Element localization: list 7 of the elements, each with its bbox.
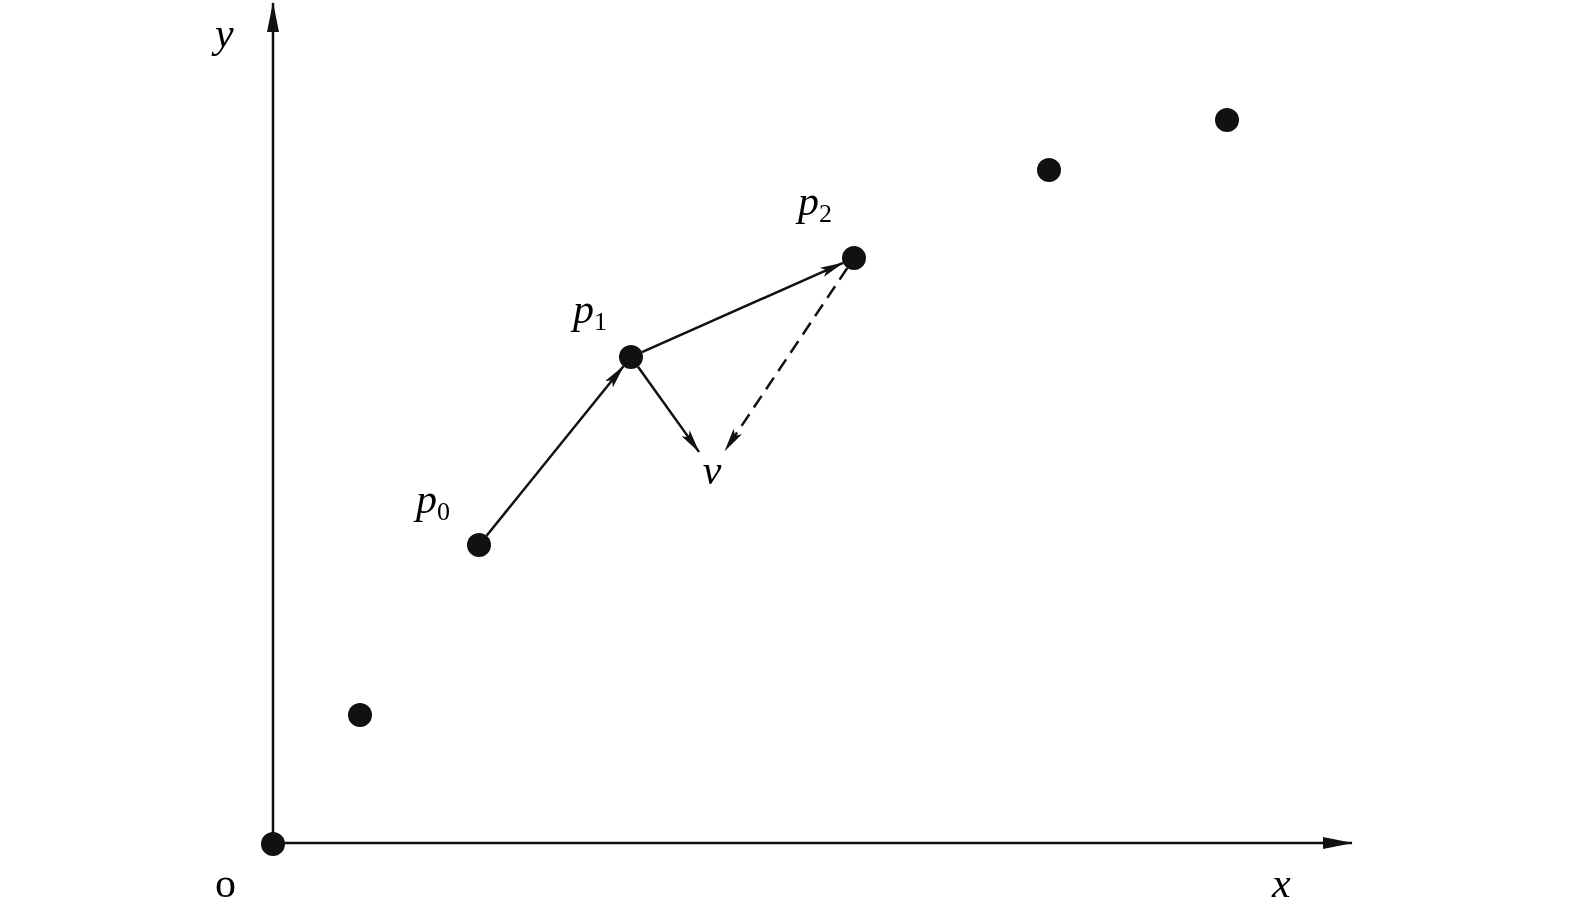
axis-label: x	[1272, 862, 1291, 904]
arrow	[485, 365, 625, 537]
dashed-arrow	[723, 267, 849, 452]
arrow	[641, 261, 844, 354]
arrow	[636, 366, 700, 453]
point-label: o	[215, 862, 236, 904]
vector-label: v	[702, 449, 722, 491]
